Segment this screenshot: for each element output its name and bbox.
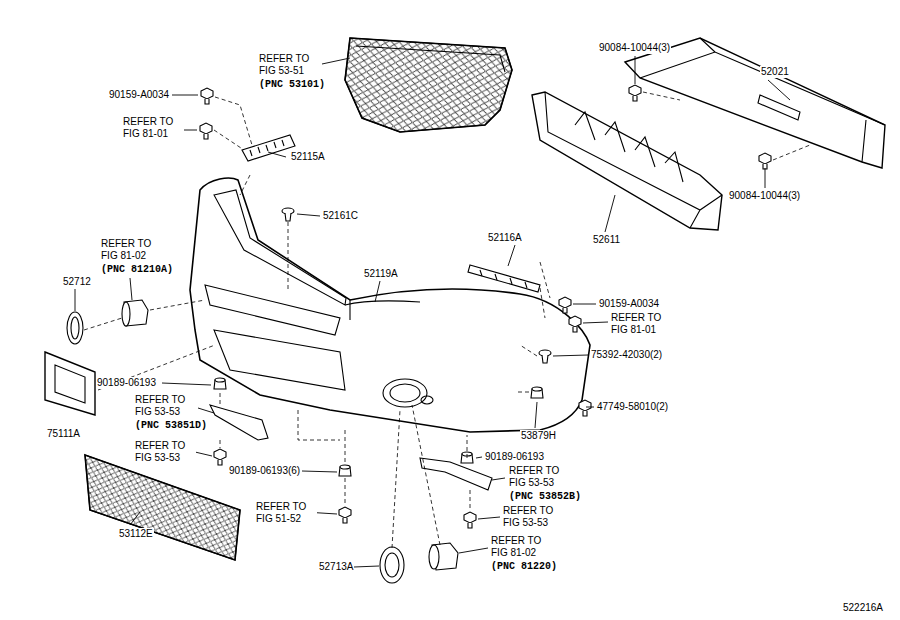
part-number: 52119A xyxy=(363,268,399,280)
assembly-lines xyxy=(84,92,810,548)
part-number: 90189-06193 xyxy=(96,377,157,389)
part-number: 90084-10044(3) xyxy=(728,190,801,202)
lamp-parts xyxy=(67,300,458,583)
part-number: 52611 xyxy=(592,234,621,246)
part-number: 53112E xyxy=(118,528,154,540)
grille-bracket xyxy=(242,135,295,161)
figure-reference: REFER TO FIG 81-02 xyxy=(490,535,552,559)
part-number: 90159-A0034 xyxy=(598,298,660,310)
part-number: 90189-06193 xyxy=(484,451,545,463)
figure-reference: REFER TO FIG 53-53 xyxy=(134,394,196,418)
bumper-cover xyxy=(190,178,590,432)
part-reference: (PNC 81220) xyxy=(490,561,558,573)
figure-reference: REFER TO FIG 53-53 xyxy=(134,440,196,464)
part-reference: (PNC 53851D) xyxy=(134,420,208,432)
part-number: 52115A xyxy=(290,151,326,163)
figure-reference: REFER TO FIG 53-51 xyxy=(258,53,320,77)
part-number: 90084-10044(3) xyxy=(598,42,671,54)
part-number: 75111A xyxy=(46,428,81,440)
part-number: 52021 xyxy=(760,66,790,78)
part-number: 52161C xyxy=(322,210,359,222)
figure-reference: REFER TO FIG 53-53 xyxy=(502,505,564,529)
part-number: 522216A xyxy=(842,602,884,614)
figure-reference: REFER TO FIG 81-01 xyxy=(610,312,672,336)
upper-grille xyxy=(345,38,512,132)
part-number: 53879H xyxy=(520,430,557,442)
part-reference: (PNC 53852B) xyxy=(508,491,582,503)
part-number: 52713A xyxy=(318,561,354,573)
part-reference: (PNC 81210A) xyxy=(100,264,174,276)
license-plate-bracket xyxy=(45,352,95,415)
fasteners xyxy=(200,85,771,528)
part-number: 52712 xyxy=(62,276,92,288)
lower-grille xyxy=(85,455,240,560)
part-reference: (PNC 53101) xyxy=(258,79,326,91)
figure-reference: REFER TO FIG 81-02 xyxy=(100,238,162,262)
part-number: 75392-42030(2) xyxy=(590,349,663,361)
part-number: 90159-A0034 xyxy=(108,89,170,101)
bumper-reinforcement xyxy=(625,38,885,168)
figure-reference: REFER TO FIG 81-01 xyxy=(122,116,184,140)
figure-reference: REFER TO FIG 51-52 xyxy=(255,501,317,525)
part-number: 90189-06193(6) xyxy=(228,465,301,477)
figure-reference: REFER TO FIG 53-53 xyxy=(508,465,570,489)
leader-lines xyxy=(75,56,790,567)
energy-absorber xyxy=(532,92,722,230)
part-number: 47749-58010(2) xyxy=(596,401,669,413)
part-number: 52116A xyxy=(487,232,523,244)
